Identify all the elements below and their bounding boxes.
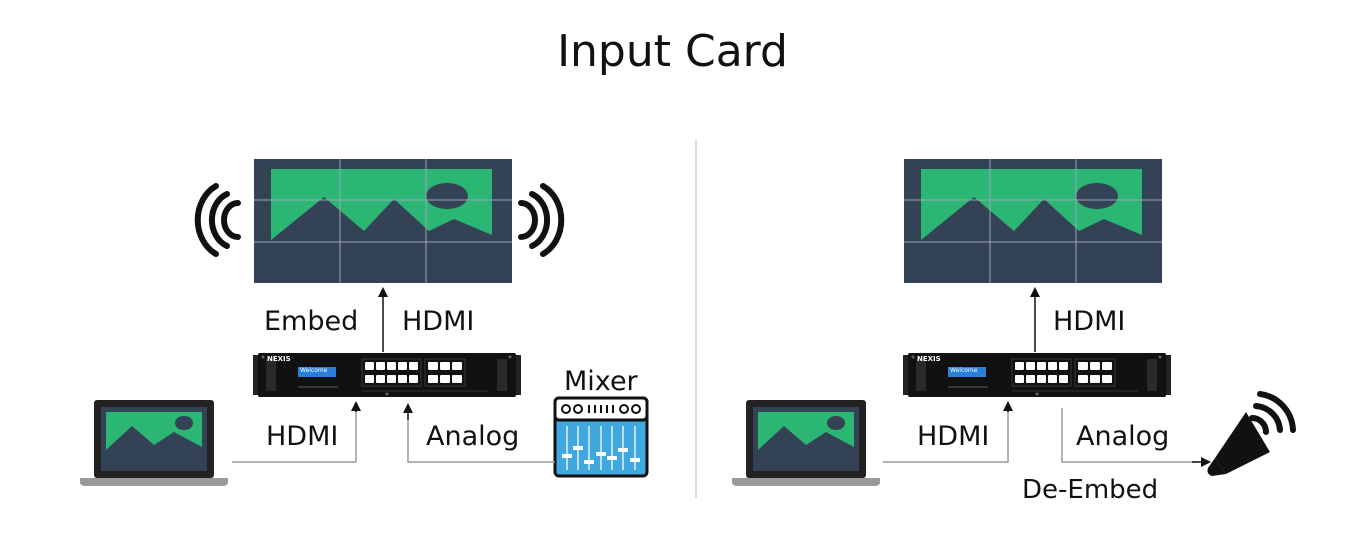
left-analog-input-line	[407, 420, 555, 463]
left-device-screen-text: Welcome	[300, 367, 328, 374]
speaker-icon	[1207, 391, 1296, 476]
right-label-analog: Analog	[1076, 421, 1169, 452]
right-device-screen-text: Welcome	[950, 367, 978, 374]
right-label-hdmi-out: HDMI	[1053, 306, 1125, 337]
mixer-icon	[553, 396, 649, 478]
left-panel: NEXIS Welcome Embed HDMI HDMI Mixer	[80, 158, 649, 486]
right-label-hdmi-in: HDMI	[917, 421, 989, 452]
left-sound-waves-icon	[194, 183, 565, 257]
left-laptop	[80, 400, 228, 486]
page-title: Input Card	[557, 26, 788, 77]
right-analog-output-line	[1061, 408, 1196, 463]
left-label-analog: Analog	[426, 421, 519, 452]
left-label-mixer: Mixer	[564, 366, 639, 397]
right-laptop	[732, 400, 880, 486]
right-hdmi-input-line	[883, 408, 1009, 463]
right-label-de-embed: De-Embed	[1022, 475, 1158, 505]
left-label-hdmi-out: HDMI	[402, 306, 474, 337]
right-video-wall	[903, 158, 1163, 284]
left-processor-device	[252, 352, 522, 398]
left-label-hdmi-in: HDMI	[266, 421, 338, 452]
left-hdmi-input-line	[232, 408, 357, 463]
left-label-embed: Embed	[264, 306, 358, 337]
left-video-wall	[253, 158, 513, 284]
right-processor-device	[902, 352, 1172, 398]
left-device-brand: NEXIS	[267, 355, 291, 363]
right-device-brand: NEXIS	[917, 355, 941, 363]
right-panel: NEXIS Welcome HDMI HDMI Analog De-Embed	[732, 158, 1296, 505]
